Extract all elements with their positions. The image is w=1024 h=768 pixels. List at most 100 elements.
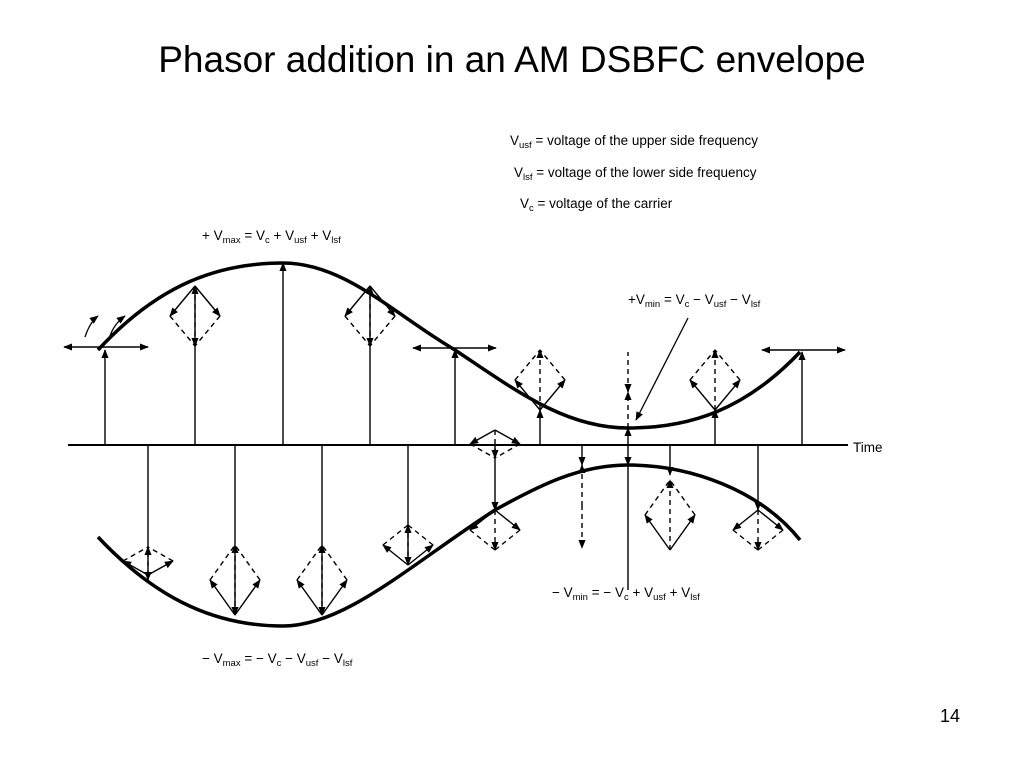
formula-text: − V — [281, 651, 305, 666]
formula-text: + V — [307, 228, 331, 243]
legend-text: = voltage of the carrier — [534, 196, 673, 211]
sideband-phasor — [644, 514, 671, 551]
formula-text: − V — [202, 651, 223, 666]
sideband-phasor — [234, 579, 261, 616]
sideband-phasor-dashed — [494, 443, 521, 459]
legend-symbol: V — [520, 196, 529, 211]
legend-carrier: Vc = voltage of the carrier — [520, 196, 673, 214]
formula-subscript: min — [573, 592, 588, 603]
sideband-phasor-dashed — [369, 315, 396, 347]
formula-text: + V — [202, 228, 223, 243]
sideband-phasor — [194, 285, 221, 317]
sideband-phasor-dashed — [169, 315, 196, 347]
sideband-phasor-dashed — [757, 529, 784, 551]
sideband-phasor — [321, 579, 348, 616]
rotation-arc-left — [84, 315, 99, 338]
formula-text: + V — [629, 585, 653, 600]
legend-text: = voltage of the upper side frequency — [532, 133, 759, 148]
lower-envelope — [96, 463, 802, 628]
sideband-phasor-dashed — [234, 544, 261, 581]
sideband-phasor-dashed — [514, 349, 541, 381]
sideband-phasor — [539, 379, 566, 411]
formula-text: + V — [270, 228, 294, 243]
sideband-phasor — [494, 509, 521, 531]
sideband-phasor — [757, 509, 784, 531]
vmin-negative-formula: − Vmin = − Vc + Vusf + Vlsf — [552, 585, 700, 603]
vmax-negative-formula: − Vmax = − Vc − Vusf − Vlsf — [202, 651, 353, 669]
formula-subscript: c — [685, 299, 690, 310]
formula-subscript: lsf — [331, 235, 341, 246]
formula-subscript: usf — [653, 592, 666, 603]
sideband-phasor-dashed — [539, 349, 566, 381]
sideband-phasor-dashed — [147, 546, 174, 562]
formula-subscript: min — [645, 299, 660, 310]
time-axis-label: Time — [853, 440, 883, 455]
sideband-phasor — [296, 579, 323, 616]
phasor-group — [63, 262, 846, 616]
formula-subscript: c — [277, 658, 282, 669]
formula-text: − V — [726, 292, 750, 307]
upper-envelope — [96, 261, 802, 430]
sideband-phasor — [469, 429, 496, 445]
sideband-phasor — [469, 509, 496, 531]
formula-text: = V — [660, 292, 684, 307]
sideband-phasor-dashed — [209, 544, 236, 581]
sideband-phasor-dashed — [382, 524, 409, 546]
legend-symbol: V — [510, 133, 519, 148]
formula-subscript: usf — [306, 658, 319, 669]
sideband-phasor-dashed — [321, 544, 348, 581]
rotation-arc-right — [109, 315, 126, 337]
formula-text: = − V — [241, 651, 277, 666]
sideband-phasor-dashed — [714, 349, 741, 381]
sideband-phasor-dashed — [689, 349, 716, 381]
formula-subscript: max — [223, 658, 241, 669]
sideband-phasor — [169, 285, 196, 317]
sideband-phasor — [714, 379, 741, 411]
page-number: 14 — [939, 706, 961, 726]
legend-symbol: V — [514, 165, 523, 180]
sideband-phasor-dashed — [407, 524, 434, 546]
sideband-phasor — [382, 544, 409, 566]
formula-subscript: usf — [714, 299, 727, 310]
sideband-phasor — [514, 379, 541, 411]
sideband-phasor-dashed — [669, 479, 696, 516]
sideband-phasor — [732, 509, 759, 531]
formula-subscript: c — [624, 592, 629, 603]
sideband-phasor — [369, 285, 396, 317]
legend-subscript: c — [529, 203, 534, 214]
sideband-phasor-dashed — [644, 479, 671, 516]
sideband-phasor-dashed — [122, 546, 149, 562]
formula-text: = V — [241, 228, 265, 243]
formula-text: − V — [689, 292, 713, 307]
formula-subscript: max — [223, 235, 241, 246]
formula-subscript: lsf — [751, 299, 761, 310]
sideband-phasor — [689, 379, 716, 411]
formula-text: +V — [628, 292, 645, 307]
formula-subscript: usf — [294, 235, 307, 246]
sideband-phasor — [407, 544, 434, 566]
vmax-positive-formula: + Vmax = Vc + Vusf + Vlsf — [202, 228, 341, 246]
sideband-phasor — [494, 429, 521, 445]
sideband-phasor — [209, 579, 236, 616]
sideband-phasor-dashed — [344, 315, 371, 347]
sideband-phasor-dashed — [194, 315, 221, 347]
sideband-phasor — [147, 560, 174, 576]
formula-text: = − V — [588, 585, 624, 600]
legend-lsf: Vlsf = voltage of the lower side frequen… — [514, 165, 757, 183]
legend-text: = voltage of the lower side frequency — [533, 165, 757, 180]
vmin-pointer — [635, 317, 689, 421]
legend: Vusf = voltage of the upper side frequen… — [510, 133, 758, 214]
legend-usf: Vusf = voltage of the upper side frequen… — [510, 133, 758, 151]
sideband-phasor-dashed — [469, 529, 496, 551]
legend-subscript: usf — [519, 140, 532, 151]
sideband-phasor — [122, 560, 149, 576]
formula-text: − V — [318, 651, 342, 666]
vmin-positive-formula: +Vmin = Vc − Vusf − Vlsf — [628, 292, 761, 310]
sideband-phasor-dashed — [469, 443, 496, 459]
formula-subscript: lsf — [690, 592, 700, 603]
formula-text: + V — [666, 585, 690, 600]
sideband-phasor — [669, 514, 696, 551]
sideband-phasor-dashed — [732, 529, 759, 551]
sideband-phasor-dashed — [494, 529, 521, 551]
